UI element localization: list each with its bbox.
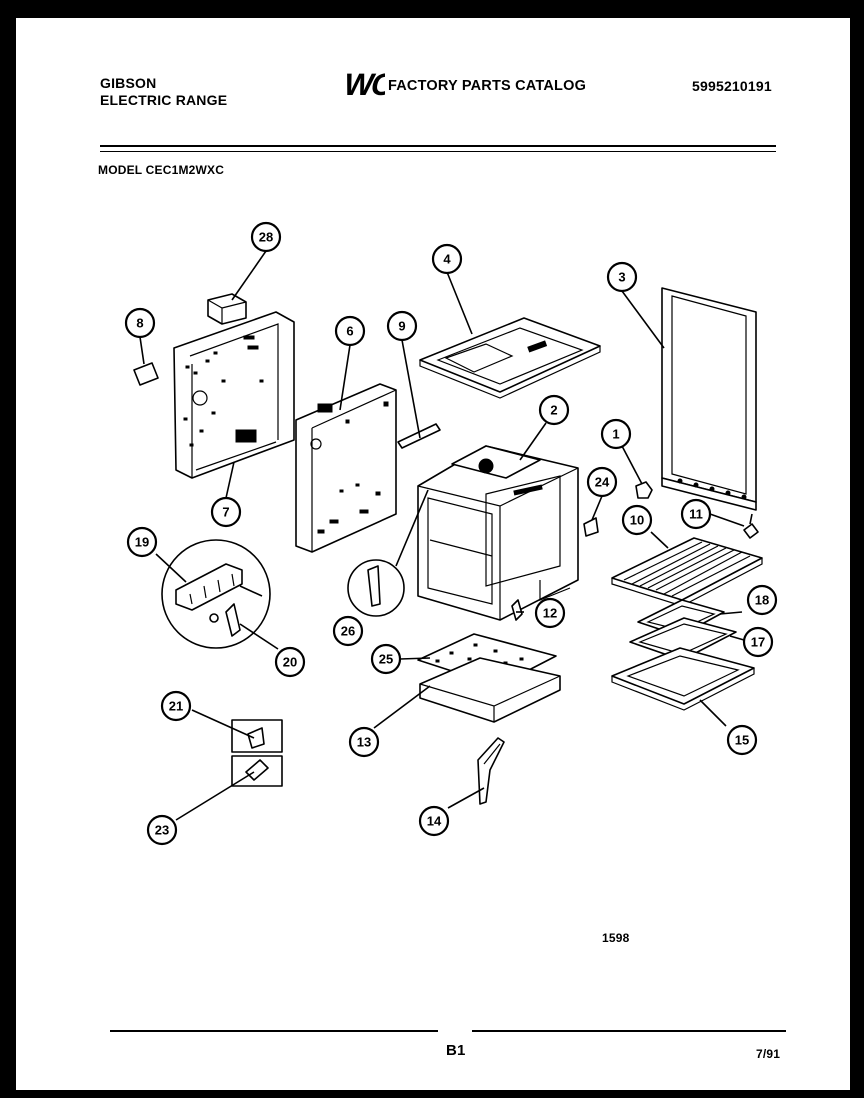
svg-text:12: 12 xyxy=(543,606,557,621)
part-4-top-panel xyxy=(419,317,601,399)
part-7-rear-panel xyxy=(173,311,295,479)
callout-26: 26 xyxy=(332,615,364,647)
svg-text:3: 3 xyxy=(618,270,625,285)
callout-19: 19 xyxy=(126,526,158,558)
part-2-oven-body xyxy=(417,445,579,621)
revision-date: 7/91 xyxy=(756,1047,781,1061)
svg-text:14: 14 xyxy=(427,814,442,829)
part-11-screw xyxy=(743,513,759,539)
drawing-number: 1598 xyxy=(602,931,630,945)
callout-11: 11 xyxy=(680,498,712,530)
part-8-plate xyxy=(133,362,159,386)
part-10-rack xyxy=(611,537,763,607)
svg-text:23: 23 xyxy=(155,823,169,838)
svg-text:6: 6 xyxy=(346,324,353,339)
svg-text:19: 19 xyxy=(135,535,149,550)
callout-1: 1 xyxy=(600,418,632,450)
part-12-hook xyxy=(511,599,523,621)
part-28-bracket xyxy=(207,293,247,325)
part-24-clip xyxy=(583,517,599,537)
svg-text:11: 11 xyxy=(689,507,703,522)
leader-lines xyxy=(139,250,745,821)
svg-text:25: 25 xyxy=(379,652,393,667)
svg-text:24: 24 xyxy=(595,475,610,490)
svg-text:26: 26 xyxy=(341,624,355,639)
catalog-number: 5995210191 xyxy=(692,78,772,94)
callout-9: 9 xyxy=(386,310,418,342)
svg-text:9: 9 xyxy=(398,319,405,334)
catalog-title: FACTORY PARTS CATALOG xyxy=(388,78,587,94)
svg-text:8: 8 xyxy=(136,316,143,331)
callout-12: 12 xyxy=(534,597,566,629)
part-1-knob xyxy=(635,481,653,499)
callout-10: 10 xyxy=(621,504,653,536)
svg-text:1: 1 xyxy=(612,427,619,442)
callout-23: 23 xyxy=(146,814,178,846)
part-3-door-frame xyxy=(661,287,757,511)
footer-rule-right xyxy=(472,1030,786,1032)
svg-text:21: 21 xyxy=(169,699,183,714)
part-13-drawer-frame xyxy=(419,657,561,723)
header-rule-thin xyxy=(100,151,776,152)
part-26-detail xyxy=(347,489,429,617)
callout-17: 17 xyxy=(742,626,774,658)
callout-3: 3 xyxy=(606,261,638,293)
svg-text:10: 10 xyxy=(630,513,644,528)
svg-text:18: 18 xyxy=(755,593,769,608)
brand-name: GIBSON xyxy=(100,75,157,91)
header-rule xyxy=(100,145,776,147)
callout-28: 28 xyxy=(250,221,282,253)
callout-20: 20 xyxy=(274,646,306,678)
svg-text:15: 15 xyxy=(735,733,749,748)
page-label: B1 xyxy=(446,1042,466,1059)
callout-6: 6 xyxy=(334,315,366,347)
model-number: MODEL CEC1M2WXC xyxy=(98,163,225,177)
svg-text:20: 20 xyxy=(283,655,297,670)
callout-7: 7 xyxy=(210,496,242,528)
footer-rule-left xyxy=(110,1030,438,1032)
callout-21: 21 xyxy=(160,690,192,722)
product-type: ELECTRIC RANGE xyxy=(100,92,228,108)
part-14-leg-bracket xyxy=(477,737,505,805)
svg-text:4: 4 xyxy=(443,252,451,267)
part-15-drawer-panel xyxy=(611,647,755,711)
callout-4: 4 xyxy=(431,243,463,275)
svg-text:7: 7 xyxy=(222,505,229,520)
callout-25: 25 xyxy=(370,643,402,675)
part-19-20-detail xyxy=(161,539,271,649)
callout-8: 8 xyxy=(124,307,156,339)
svg-text:2: 2 xyxy=(550,403,557,418)
svg-text:28: 28 xyxy=(259,230,273,245)
svg-text:13: 13 xyxy=(357,735,371,750)
callout-18: 18 xyxy=(746,584,778,616)
callout-15: 15 xyxy=(726,724,758,756)
svg-text:17: 17 xyxy=(751,635,765,650)
callout-14: 14 xyxy=(418,805,450,837)
callout-2: 2 xyxy=(538,394,570,426)
part-21-box xyxy=(231,719,283,753)
callout-13: 13 xyxy=(348,726,380,758)
part-6-back-panel xyxy=(295,383,397,553)
callout-24: 24 xyxy=(586,466,618,498)
